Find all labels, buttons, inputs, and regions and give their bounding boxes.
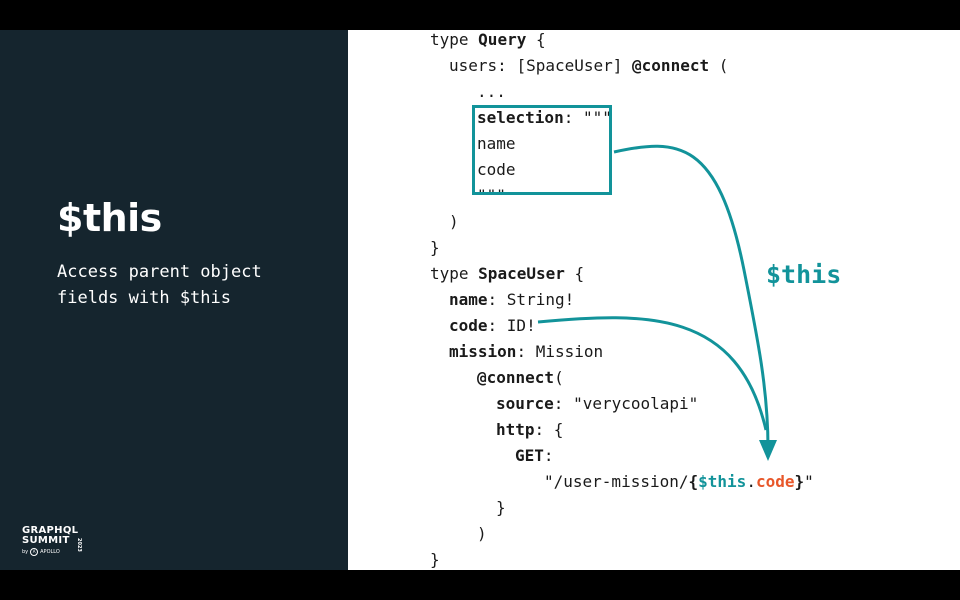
logo-byline: by A APOLLO xyxy=(22,548,78,556)
code-directive: @connect xyxy=(477,368,555,387)
code-field: users xyxy=(449,56,498,75)
code-key: mission xyxy=(449,342,517,361)
bottom-letterbox-bar xyxy=(0,570,960,600)
code-type-name: Query xyxy=(478,30,527,49)
code-directive: @connect xyxy=(632,56,710,75)
code-value: : { xyxy=(534,420,564,439)
code-line: name: String! xyxy=(449,290,574,310)
selection-highlight-box xyxy=(472,105,612,195)
code-value: : "verycoolapi" xyxy=(553,394,699,413)
code-line: } xyxy=(496,498,506,517)
code-key: http xyxy=(496,420,535,439)
code-line: @connect( xyxy=(477,368,564,388)
code-line: mission: Mission xyxy=(449,342,603,362)
code-this-variable: $this xyxy=(698,472,747,491)
code-line: type Query { xyxy=(430,30,546,50)
code-key: selection xyxy=(477,108,564,127)
code-keyword: type xyxy=(430,264,469,283)
code-value: : """ xyxy=(563,108,612,127)
code-punct: . xyxy=(746,472,756,491)
code-key: GET xyxy=(515,446,544,465)
code-line: code xyxy=(477,160,516,179)
code-line: users: [SpaceUser] @connect ( xyxy=(449,56,728,76)
logo-brand: APOLLO xyxy=(40,549,60,555)
left-panel: $this Access parent object fields with $… xyxy=(0,30,348,570)
code-keyword: type xyxy=(430,30,469,49)
slide-subtitle: Access parent object fields with $this xyxy=(57,262,262,308)
code-line: } xyxy=(430,550,440,569)
code-punct: ( xyxy=(554,368,564,387)
code-value: : String! xyxy=(487,290,575,309)
code-line: code: ID! xyxy=(449,316,536,336)
code-punct: { xyxy=(564,264,585,283)
code-key: code xyxy=(449,316,488,335)
this-annotation-label: $this xyxy=(766,260,842,289)
code-value: : ID! xyxy=(487,316,536,335)
code-punct: ( xyxy=(709,56,729,75)
code-punct: } xyxy=(794,472,805,491)
code-line: name xyxy=(477,134,516,153)
graphql-summit-logo: GRAPHQL SUMMIT 2023 by A APOLLO xyxy=(22,525,82,556)
slide: $this Access parent object fields with $… xyxy=(0,30,960,570)
logo-line-1: GRAPHQL xyxy=(22,525,79,536)
code-value: : xyxy=(543,446,554,465)
code-line: ) xyxy=(449,212,459,231)
slide-title: $this xyxy=(57,196,162,240)
code-line: type SpaceUser { xyxy=(430,264,584,284)
code-punct: { xyxy=(526,30,546,49)
code-line: GET: xyxy=(515,446,554,466)
apollo-logo-icon: A xyxy=(30,548,39,556)
code-value: " xyxy=(804,472,814,491)
code-line: "/user-mission/{$this.code}" xyxy=(544,472,814,492)
arrow-selection-to-this xyxy=(613,144,770,449)
code-type: : [SpaceUser] xyxy=(497,56,633,75)
code-line: selection: """ xyxy=(477,108,612,128)
code-line: http: { xyxy=(496,420,563,440)
code-line: } xyxy=(430,238,440,257)
code-panel: type Query { users: [SpaceUser] @connect… xyxy=(348,30,960,570)
code-line: ... xyxy=(477,82,506,101)
logo-line-2: SUMMIT xyxy=(22,535,70,546)
code-value: "/user-mission/ xyxy=(544,472,689,491)
code-block: type Query { users: [SpaceUser] @connect… xyxy=(348,30,960,570)
code-punct: { xyxy=(688,472,699,491)
logo-by-text: by xyxy=(22,549,29,555)
code-line: ) xyxy=(477,524,487,543)
code-line: source: "verycoolapi" xyxy=(496,394,698,414)
arrow-code-to-this xyxy=(537,316,768,431)
code-highlight-field: code xyxy=(755,472,795,491)
code-value: : Mission xyxy=(516,342,604,361)
top-letterbox-bar xyxy=(0,0,960,30)
arrowhead-icon xyxy=(759,440,777,461)
code-type-name: SpaceUser xyxy=(478,264,565,283)
code-key: source xyxy=(496,394,554,413)
code-line: """ xyxy=(477,186,506,205)
logo-year: 2023 xyxy=(76,538,82,552)
arrows-overlay xyxy=(537,144,777,461)
code-key: name xyxy=(449,290,488,309)
